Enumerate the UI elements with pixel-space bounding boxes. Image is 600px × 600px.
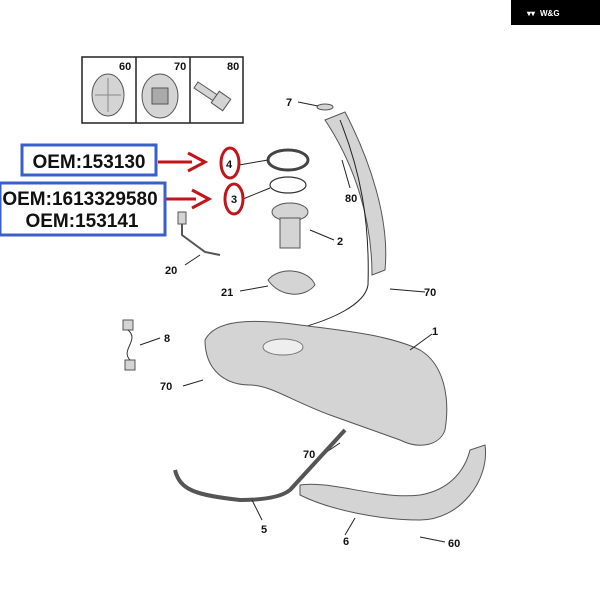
callout-2: 2 — [337, 236, 343, 248]
callout-3: 3 — [231, 194, 237, 206]
oem-number: OEM:153141 — [25, 211, 138, 232]
inset-label-80: 80 — [227, 61, 239, 73]
brand-logo: W&G ▾▾ — [511, 0, 600, 25]
level-sender — [181, 215, 221, 256]
callout-6: 6 — [343, 536, 349, 548]
callout-60: 60 — [448, 538, 460, 550]
oem-number: OEM:1613329580 — [2, 189, 157, 210]
callout-7: 7 — [286, 97, 292, 109]
oem-box-lock-ring: OEM:153130 — [20, 143, 158, 177]
logo-text: W&G — [540, 9, 560, 18]
seal-7 — [316, 103, 334, 111]
baffle-plate — [267, 270, 316, 295]
callout-80: 80 — [345, 193, 357, 205]
callout-5: 5 — [261, 524, 267, 536]
filler-neck — [324, 111, 387, 276]
oem-number: OEM:153130 — [32, 152, 145, 173]
o-ring-seal — [269, 176, 307, 194]
wiring-harness — [122, 319, 136, 371]
bolt-icon — [193, 81, 232, 112]
callout-70-right: 70 — [424, 287, 436, 299]
callout-70-bottom: 70 — [303, 449, 315, 461]
arrow-right-icon — [158, 151, 209, 173]
callout-70-left: 70 — [160, 381, 172, 393]
callout-21: 21 — [221, 287, 233, 299]
callout-4: 4 — [226, 159, 233, 171]
callout-8: 8 — [164, 333, 170, 345]
fuel-pump-module — [271, 202, 309, 249]
inset-label-70: 70 — [174, 61, 186, 73]
lock-ring — [266, 148, 310, 172]
oem-box-seal: OEM:1613329580 OEM:153141 — [0, 181, 167, 237]
heat-shield — [299, 444, 487, 521]
inset-label-60: 60 — [119, 61, 131, 73]
hardware-inset: 60 70 80 — [81, 56, 244, 124]
fuel-tank — [204, 320, 448, 446]
logo-mark-icon: ▾▾ — [526, 9, 536, 18]
highlight-circle-3 — [223, 182, 245, 216]
callout-20: 20 — [165, 265, 177, 277]
callout-1: 1 — [432, 326, 438, 338]
tank-strap — [173, 428, 347, 503]
arrow-right-icon — [166, 188, 213, 210]
highlight-circle-4 — [219, 146, 241, 180]
